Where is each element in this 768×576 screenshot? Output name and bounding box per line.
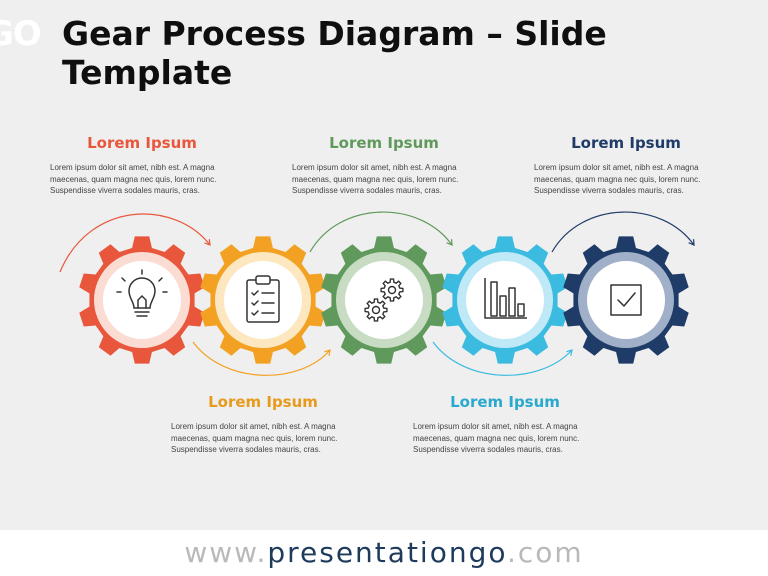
footer-prefix: www. bbox=[184, 536, 268, 569]
step-4-text: Lorem ipsum dolor sit amet, nibh est. A … bbox=[413, 422, 580, 454]
small-gear-lower bbox=[364, 298, 388, 322]
clipboard-checklist-icon bbox=[246, 275, 280, 323]
footer: www.presentationgo.com bbox=[0, 530, 768, 576]
small-gear-upper bbox=[380, 278, 404, 302]
step-4-heading: Lorem Ipsum bbox=[450, 393, 560, 411]
arrow-step-4 bbox=[432, 341, 573, 376]
gear-5 bbox=[563, 236, 689, 364]
gear-4 bbox=[442, 236, 568, 364]
slide-title: Gear Process Diagram – Slide Template bbox=[62, 14, 607, 92]
step-5-heading: Lorem Ipsum bbox=[571, 134, 681, 152]
arrow-step-5 bbox=[551, 211, 695, 253]
arrow-step-1 bbox=[59, 213, 211, 273]
gear-2 bbox=[200, 236, 326, 364]
step-5-text: Lorem ipsum dolor sit amet, nibh est. A … bbox=[534, 163, 701, 195]
step-3-text: Lorem ipsum dolor sit amet, nibh est. A … bbox=[292, 163, 459, 195]
gear-3 bbox=[321, 236, 447, 364]
step-2-text: Lorem ipsum dolor sit amet, nibh est. A … bbox=[171, 422, 338, 454]
gear-process-diagram bbox=[59, 211, 695, 376]
step-3-heading: Lorem Ipsum bbox=[329, 134, 439, 152]
checkbox-icon bbox=[610, 284, 642, 316]
footer-brand: presentationgo bbox=[267, 536, 507, 569]
step-2-heading: Lorem Ipsum bbox=[208, 393, 318, 411]
logo-fragment: GO bbox=[0, 14, 42, 54]
gear-2-center bbox=[224, 261, 302, 339]
lightbulb-icon bbox=[116, 269, 168, 317]
arrow-step-2 bbox=[192, 341, 331, 376]
gear-5-center bbox=[587, 261, 665, 339]
step-1-text: Lorem ipsum dolor sit amet, nibh est. A … bbox=[50, 163, 217, 195]
small-gear-hub bbox=[387, 285, 397, 295]
arrow-step-3 bbox=[309, 211, 453, 253]
gear-1-center bbox=[103, 261, 181, 339]
gears-icon bbox=[364, 278, 404, 322]
gear-4-center bbox=[466, 261, 544, 339]
small-gear-hub bbox=[371, 305, 381, 315]
footer-suffix: .com bbox=[506, 536, 584, 569]
footer-website-link[interactable]: www.presentationgo.com bbox=[0, 536, 768, 569]
gear-3-center bbox=[345, 261, 423, 339]
step-1-heading: Lorem Ipsum bbox=[87, 134, 197, 152]
bar-chart-icon bbox=[484, 278, 527, 319]
gear-1 bbox=[79, 236, 205, 364]
